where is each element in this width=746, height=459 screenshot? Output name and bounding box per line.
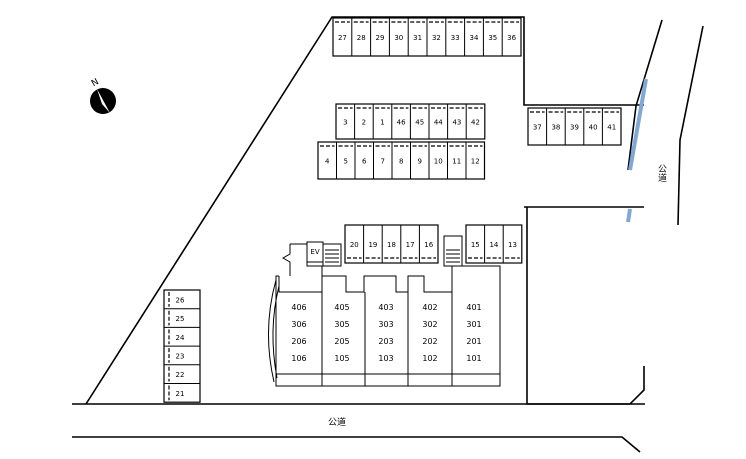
parking-slot-number: 42 — [471, 119, 480, 127]
parking-slot-number: 1 — [380, 119, 384, 127]
unit-number: 406 — [291, 303, 306, 312]
parking-slot-number: 31 — [413, 34, 422, 42]
unit-number: 105 — [334, 354, 349, 363]
parking-slot-number: 4 — [325, 158, 330, 166]
parking-column-left: 26 25 24 23 22 21 — [163, 289, 201, 403]
parking-slot-number: 14 — [489, 241, 498, 249]
unit-number: 402 — [422, 303, 437, 312]
public-road-bottom — [72, 403, 645, 453]
parking-slot-number: 2 — [362, 119, 366, 127]
public-road-right — [627, 19, 704, 226]
parking-slot-number: 25 — [176, 315, 185, 323]
parking-row-outline — [344, 224, 439, 264]
parking-slot-number: 19 — [368, 241, 377, 249]
unit-number: 202 — [422, 337, 437, 346]
parking-slot-number: 38 — [551, 124, 560, 132]
parking-slot-number: 7 — [381, 158, 385, 166]
parking-slot-number: 6 — [362, 158, 367, 166]
parking-slot-number: 12 — [471, 158, 480, 166]
parking-slot-number: 36 — [507, 34, 516, 42]
unit-number: 103 — [378, 354, 393, 363]
parking-slot-number: 43 — [452, 119, 461, 127]
north-arrow-icon: N — [90, 77, 116, 114]
unit-number: 206 — [291, 337, 306, 346]
unit-number: 405 — [334, 303, 349, 312]
parking-row-outline — [317, 141, 486, 180]
road-bottom-label: 公道 — [328, 416, 346, 428]
water-channel — [626, 78, 648, 223]
parking-slot-number: 13 — [508, 241, 517, 249]
parking-row-right: 37 38 39 40 41 — [527, 107, 622, 146]
parking-slot-number: 8 — [399, 158, 403, 166]
parking-slot-number: 18 — [387, 241, 396, 249]
unit-number: 203 — [378, 337, 393, 346]
parking-slot-number: 34 — [470, 34, 479, 42]
parking-slot-number: 33 — [451, 34, 460, 42]
unit-number: 305 — [334, 320, 349, 329]
parking-slot-number: 22 — [176, 371, 185, 379]
parking-row-upper-middle: 3 2 1 46 45 44 43 42 — [335, 103, 486, 140]
parking-slot-number: 20 — [350, 241, 359, 249]
unit-number: 106 — [291, 354, 306, 363]
parking-row-lower-middle: 4 5 6 7 8 9 10 11 12 — [317, 141, 486, 180]
parking-slot-number: 9 — [418, 158, 422, 166]
parking-slot-number: 40 — [589, 124, 598, 132]
parking-slot-number: 39 — [570, 124, 579, 132]
parking-slot-number: 26 — [176, 296, 185, 304]
parking-row-building-right: 15 14 13 — [465, 224, 523, 264]
parking-row-top: 27 28 29 30 31 32 33 34 35 36 — [332, 17, 522, 57]
parking-slot-number: 5 — [344, 158, 348, 166]
parking-slot-number: 16 — [424, 241, 433, 249]
unit-number: 101 — [466, 354, 481, 363]
parking-slot-number: 30 — [394, 34, 403, 42]
parking-slot-number: 17 — [406, 241, 415, 249]
unit-number: 205 — [334, 337, 349, 346]
parking-slot-number: 29 — [376, 34, 385, 42]
parking-slot-number: 35 — [488, 34, 497, 42]
unit-number: 403 — [378, 303, 393, 312]
unit-number: 401 — [466, 303, 481, 312]
parking-slot-number: 45 — [415, 119, 424, 127]
parking-row-outline — [527, 107, 622, 146]
apartment-building — [267, 235, 501, 387]
unit-number: 306 — [291, 320, 306, 329]
parking-slot-number: 46 — [397, 119, 406, 127]
parking-slot-number: 28 — [357, 34, 366, 42]
parking-slot-number: 10 — [434, 158, 443, 166]
parking-slot-number: 15 — [471, 241, 480, 249]
parking-slot-number: 27 — [338, 34, 347, 42]
parking-slot-number: 11 — [452, 158, 461, 166]
unit-number: 102 — [422, 354, 437, 363]
parking-row-outline — [465, 224, 523, 264]
parking-slot-number: 37 — [533, 124, 542, 132]
unit-number: 302 — [422, 320, 437, 329]
road-right-label: 公道 — [648, 163, 667, 182]
north-label: N — [90, 77, 101, 89]
parking-slot-number: 41 — [607, 124, 616, 132]
unit-number: 301 — [466, 320, 481, 329]
parking-slot-number: 44 — [434, 119, 443, 127]
unit-grid: 406 306 206 106 405 305 205 105 403 303 203 103 402 3… — [291, 303, 481, 363]
unit-number: 201 — [466, 337, 481, 346]
parking-slot-number: 3 — [343, 119, 347, 127]
ev-label: EV — [310, 248, 319, 256]
parking-slot-number: 32 — [432, 34, 441, 42]
parking-slot-number: 21 — [176, 390, 185, 398]
unit-number: 303 — [378, 320, 393, 329]
parking-slot-number: 23 — [176, 352, 185, 360]
parking-slot-number: 24 — [176, 334, 185, 342]
parking-row-building-left: 20 19 18 17 16 — [344, 224, 439, 264]
